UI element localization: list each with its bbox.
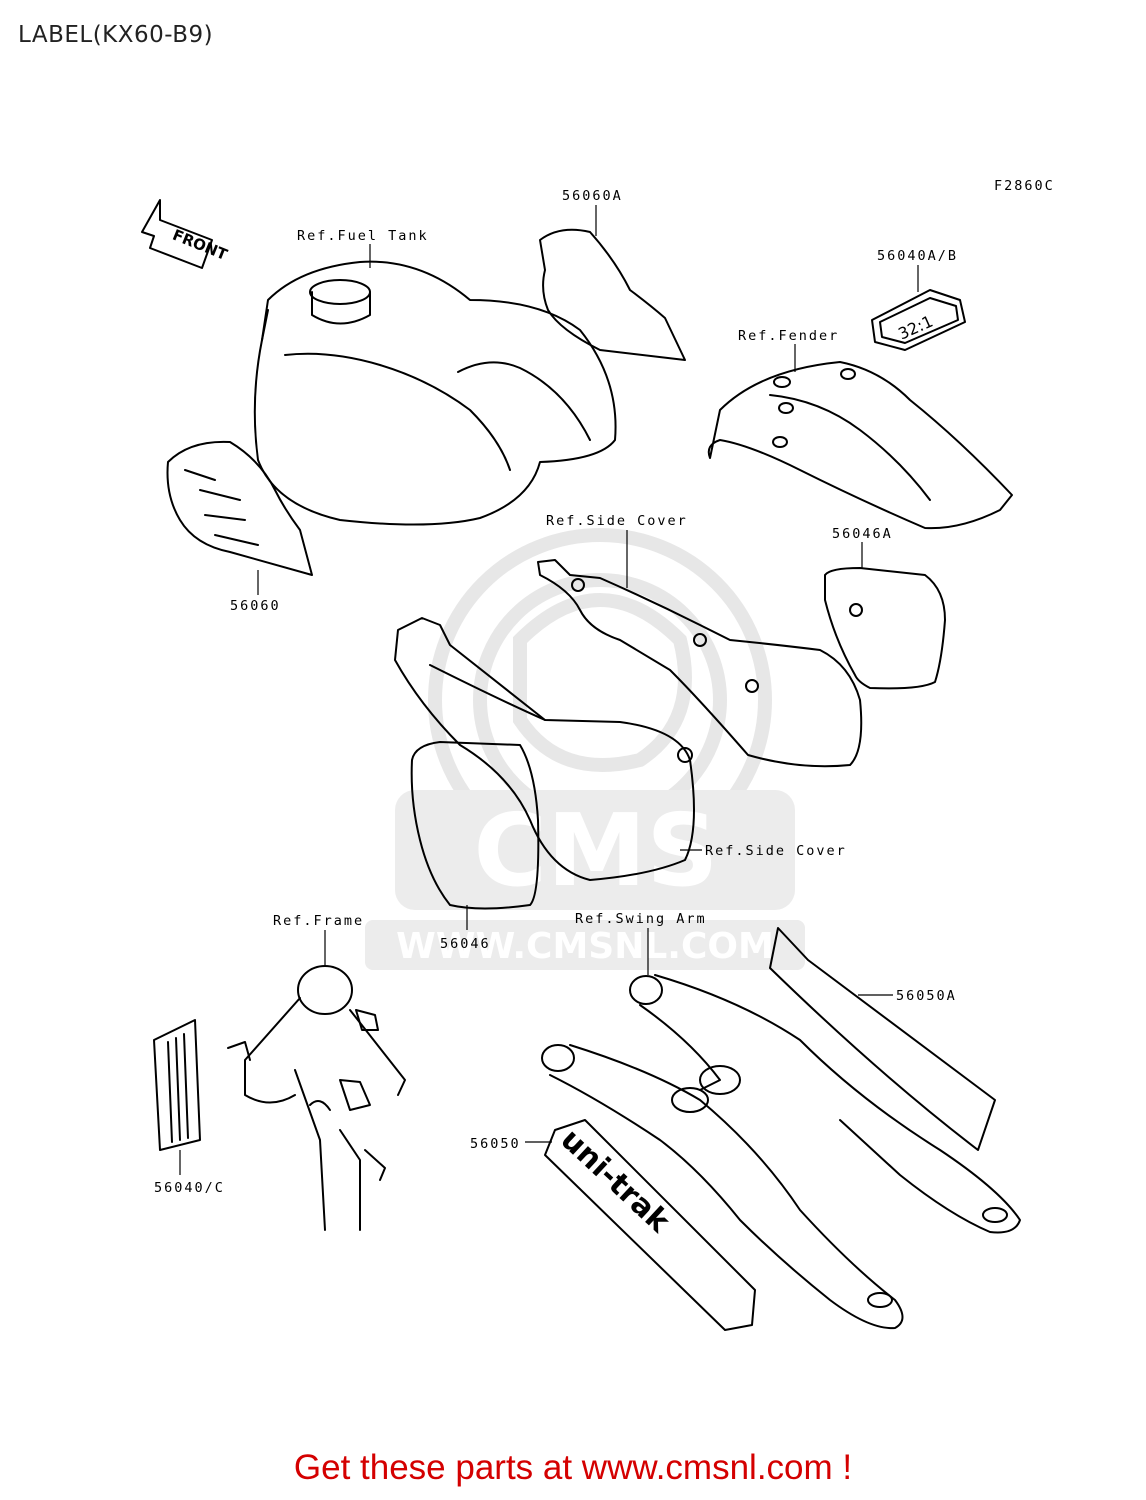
frame-label: Ref.Frame: [273, 913, 364, 929]
part-56040C-label: 56040/C: [154, 1180, 225, 1196]
part-56060A-label: 56060A: [562, 188, 623, 204]
page-title: LABEL(KX60-B9): [18, 22, 214, 48]
part-56050A-label: 56050A: [896, 988, 957, 1004]
swing-arm-label: Ref.Swing Arm: [575, 911, 707, 927]
decal-56050: uni-trak: [544, 1119, 756, 1331]
fuel-tank-part: [253, 260, 617, 526]
side-cover-right-label: Ref.Side Cover: [705, 843, 847, 859]
decal-56046: [410, 741, 540, 910]
fuel-tank-label: Ref.Fuel Tank: [297, 228, 429, 244]
decal-56040C: [153, 1019, 201, 1151]
decal-56046A: [824, 567, 946, 690]
decal-56060A: [539, 228, 686, 361]
side-cover-upper-part: [537, 559, 863, 768]
part-56046-label: 56046: [440, 936, 491, 952]
watermark: CMS WWW.CMSNL.COM: [365, 528, 805, 970]
figure-code: F2860C: [994, 178, 1055, 194]
decal-56060: [166, 440, 313, 576]
footer-promo: Get these parts at www.cmsnl.com !: [293, 1448, 853, 1487]
decal-56040AB: 32:1: [871, 289, 966, 351]
fender-part: [707, 361, 1013, 530]
part-56040AB-label: 56040A/B: [877, 248, 958, 264]
part-56046A-label: 56046A: [832, 526, 893, 542]
side-cover-top-label: Ref.Side Cover: [546, 513, 688, 529]
decal-56050A: [769, 927, 996, 1151]
swing-arm-part: [541, 974, 1021, 1330]
front-arrow-icon: FRONT: [141, 199, 231, 269]
side-cover-lower-part: [394, 617, 695, 881]
part-56060-label: 56060: [230, 598, 281, 614]
fender-label: Ref.Fender: [738, 328, 839, 344]
part-56050-label: 56050: [470, 1136, 521, 1152]
frame-part: [227, 965, 406, 1231]
watermark-brand: CMS: [474, 792, 719, 909]
watermark-url: WWW.CMSNL.COM: [396, 926, 774, 967]
